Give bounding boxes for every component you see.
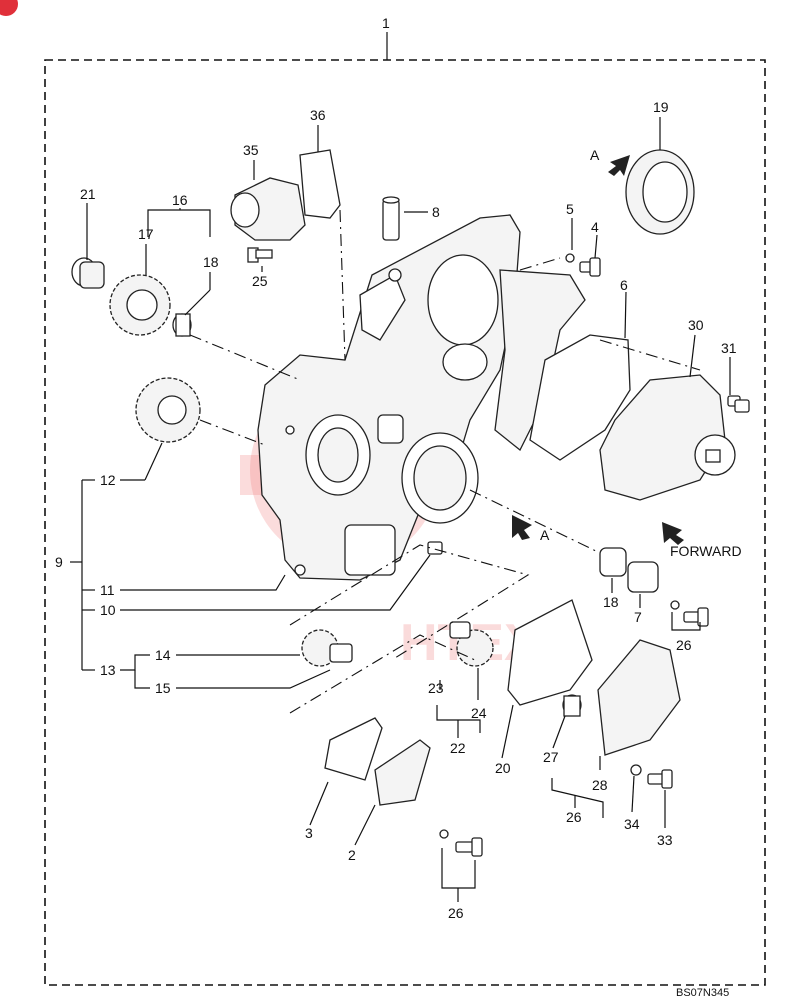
washer-icon [670, 600, 680, 610]
callout-7: 7 [634, 609, 642, 625]
callout-5: 5 [566, 201, 574, 217]
timing-gear-case [257, 214, 521, 581]
callout-34: 34 [624, 816, 640, 832]
callout-12: 12 [100, 472, 116, 488]
callout-24: 23 [428, 680, 444, 696]
callout-1: 1 [382, 15, 390, 31]
bolt-icon [727, 395, 750, 413]
callout-28: 26 [566, 809, 582, 825]
callout-27: 25 [252, 273, 268, 289]
water-pump [599, 374, 736, 501]
forward-arrow-icon [662, 522, 684, 545]
dowel-pin-icon [382, 196, 400, 241]
callout-29: 27 [543, 749, 559, 765]
callout-19: 19 [653, 99, 669, 115]
callout-35: 35 [243, 142, 259, 158]
callout-16: 16 [172, 192, 188, 208]
view-label-a-lower: A [540, 527, 550, 543]
callout-11: 11 [100, 582, 115, 598]
callout-20: 18 [603, 594, 619, 610]
callout-36: 36 [310, 107, 326, 123]
callout-2: 2 [348, 847, 356, 863]
callout-32: 31 [721, 340, 737, 356]
callout-3: 3 [305, 825, 313, 841]
callout-22: 20 [495, 760, 511, 776]
gear-pair-13 [301, 629, 353, 667]
cover-plate [627, 561, 659, 593]
callout-bracket-9 [70, 479, 95, 671]
callout-14: 14 [155, 647, 171, 663]
cover-gasket [324, 717, 383, 781]
callout-9: 9 [55, 554, 63, 570]
view-arrow-a-upper [608, 155, 630, 176]
callout-26-lower: 26 [448, 905, 464, 921]
callout-8: 8 [432, 204, 440, 220]
forward-label: FORWARD [670, 543, 742, 559]
bushing [172, 313, 192, 337]
washer-icon [565, 253, 575, 263]
idler-gear [109, 274, 171, 336]
callout-30: 28 [592, 777, 608, 793]
housing-gasket [299, 149, 341, 219]
gear-pair-23 [449, 621, 494, 667]
oil-seal [625, 149, 695, 235]
view-arrow-a-lower [512, 515, 532, 540]
callout-31: 30 [688, 317, 704, 333]
callout-26-upper: 26 [676, 637, 692, 653]
callout-17: 17 [138, 226, 154, 242]
callout-18: 18 [203, 254, 219, 270]
idler-shaft [71, 257, 105, 289]
water-pump-gasket [529, 334, 631, 461]
drawing-code: BS07N345 [676, 987, 729, 999]
callout-21: 21 [80, 186, 96, 202]
corner-badge [0, 0, 18, 16]
plug-icon [427, 541, 443, 555]
callout-10: 10 [100, 602, 116, 618]
assembly-frame [44, 59, 766, 986]
callout-25: 24 [471, 705, 487, 721]
callout-13: 13 [100, 662, 116, 678]
washer-icon [630, 764, 642, 776]
view-label-a-upper: A [590, 147, 600, 163]
oil-pump-housing [597, 639, 681, 756]
crank-gear [135, 377, 201, 443]
bolt-icon [647, 769, 673, 789]
thermostat-housing [230, 177, 306, 241]
callout-4: 4 [591, 219, 599, 235]
callout-15: 15 [155, 680, 171, 696]
bolt-icon [683, 607, 709, 627]
rear-cover-gasket [507, 599, 593, 706]
bolt-icon [579, 257, 601, 277]
seal-cap [599, 547, 627, 577]
inspection-cover [374, 739, 431, 806]
callout-33: 33 [657, 832, 673, 848]
callout-23: 22 [450, 740, 466, 756]
bolt-icon [247, 247, 273, 263]
bolt-icon [439, 829, 483, 857]
callout-6: 6 [620, 277, 628, 293]
bushing [562, 694, 582, 717]
